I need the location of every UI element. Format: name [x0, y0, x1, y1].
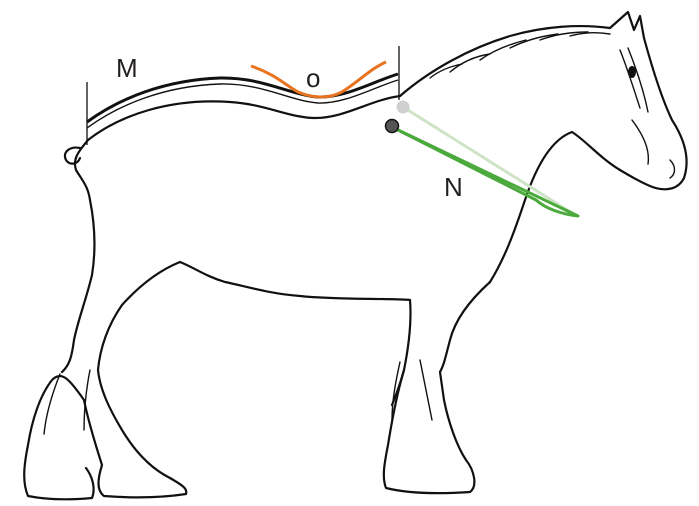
- back-length-measurement: M: [86, 46, 400, 145]
- label-n: N: [444, 172, 463, 202]
- back-curve-line: [250, 60, 387, 99]
- mane-tuft: [479, 39, 527, 61]
- mane-tuft: [569, 31, 611, 37]
- horse-hindquarter: [60, 138, 96, 374]
- back-curve-indicator: o: [250, 60, 387, 99]
- eye: [628, 66, 636, 78]
- horse-topline: [86, 94, 402, 142]
- horse-tail: [63, 146, 82, 165]
- shoulder-line-indicator: N: [384, 100, 580, 218]
- horse-chest: [438, 280, 492, 374]
- horse-belly: [178, 260, 412, 302]
- nostril: [669, 159, 676, 179]
- horse-front-leg-near: [382, 298, 476, 495]
- horse-outline: [23, 10, 688, 501]
- forelock: [619, 47, 649, 113]
- label-o: o: [306, 63, 320, 93]
- horse-hind-leg-near: [82, 260, 188, 499]
- mane-tuft: [509, 33, 559, 49]
- mane-tuft: [539, 31, 589, 41]
- shoulder-line: [390, 125, 580, 218]
- horse-throat: [488, 130, 622, 284]
- back-length-line-upper: [86, 72, 399, 124]
- shoulder-point-bottom: [384, 118, 400, 134]
- shoulder-line-faded: [402, 105, 573, 215]
- horse-details: [43, 31, 676, 435]
- shoulder-point-top: [396, 100, 410, 114]
- mane-tuft: [449, 53, 491, 73]
- back-length-line-lower: [86, 79, 399, 129]
- hoof-feather: [43, 359, 433, 435]
- label-m: M: [116, 53, 138, 83]
- horse-head: [618, 36, 688, 191]
- horse-hind-leg-far: [23, 375, 95, 501]
- cheek-line: [631, 119, 650, 165]
- horse-neck-crest: [398, 10, 646, 98]
